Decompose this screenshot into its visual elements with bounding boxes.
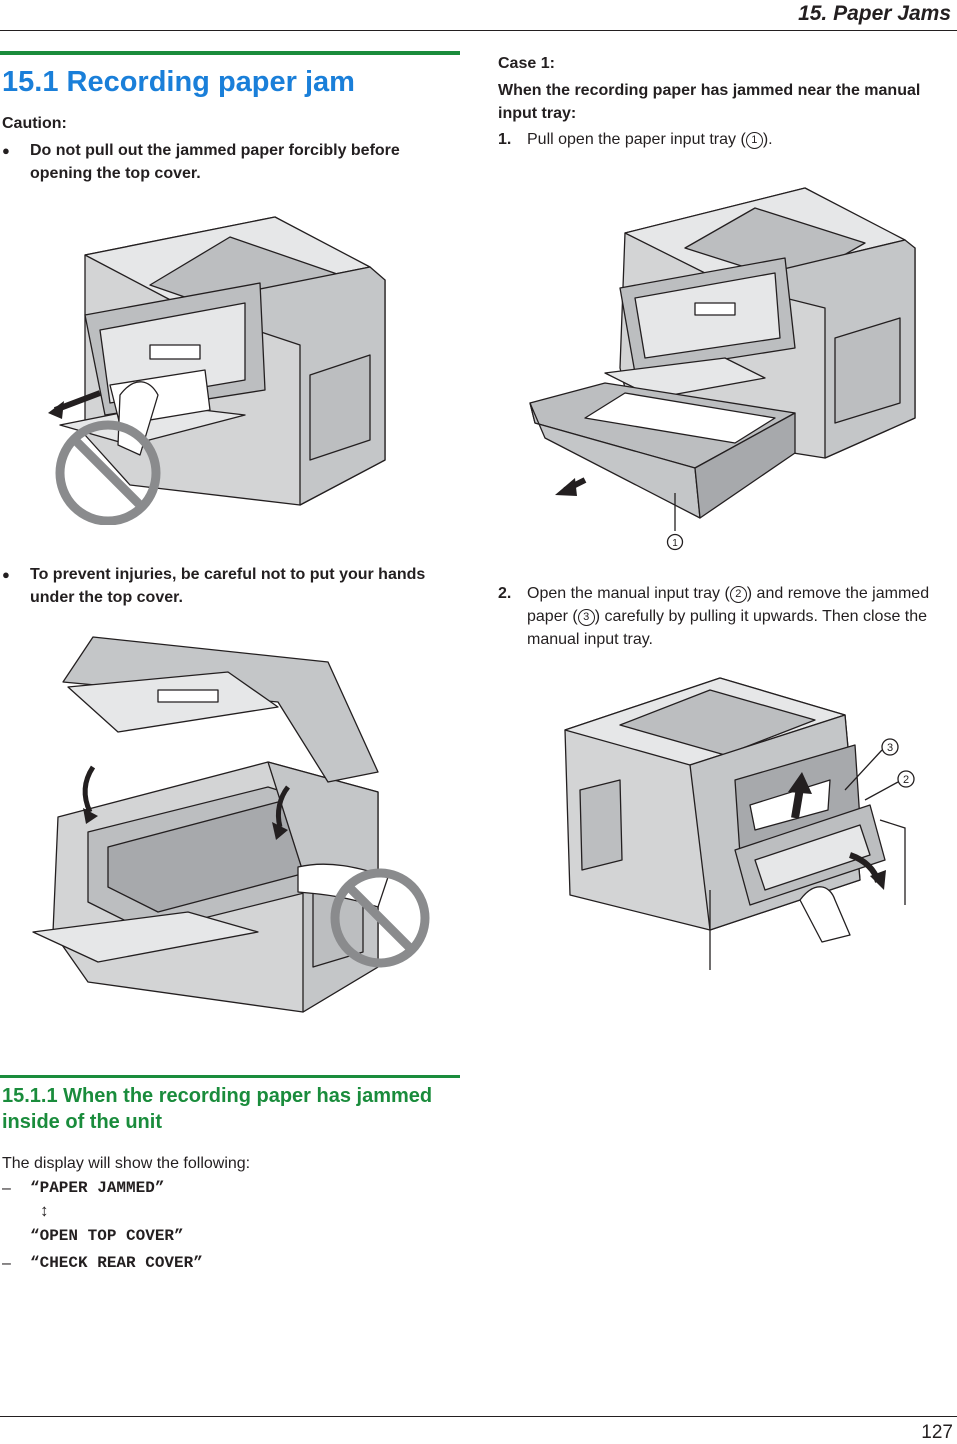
page-number: 127: [921, 1422, 953, 1443]
callout-1-icon: 1: [745, 132, 763, 149]
callout-2-label: 2: [903, 774, 909, 786]
caution-text: To prevent injuries, be careful not to p…: [30, 566, 426, 606]
illustration-remove-jammed-paper: 3 2: [564, 677, 915, 970]
bullet-icon: ●: [2, 143, 10, 158]
display-message: “OPEN TOP COVER”: [30, 1227, 184, 1245]
caution-text: Do not pull out the jammed paper forcibl…: [30, 142, 400, 182]
illustration-pull-paper-tray: 1: [529, 187, 916, 551]
caution-item: ● To prevent injuries, be careful not to…: [2, 563, 462, 609]
display-message: “PAPER JAMMED”: [30, 1179, 165, 1197]
callout-2-icon: 2: [729, 586, 747, 603]
caution-item: ● Do not pull out the jammed paper forci…: [2, 139, 462, 185]
step-text: Open the manual input tray (2) and remov…: [527, 585, 930, 648]
illustration-no-hands-under-cover: [32, 636, 430, 1013]
alternating-arrow-icon: ↕: [40, 1201, 49, 1220]
dash: –: [2, 1255, 11, 1272]
subsection-title: 15.1.1 When the recording paper has jamm…: [2, 1085, 433, 1133]
chapter-title: 15. Paper Jams: [798, 2, 951, 25]
bullet-icon: ●: [2, 567, 10, 582]
display-intro: The display will show the following:: [2, 1155, 251, 1172]
section-title: 15.1 Recording paper jam: [2, 66, 355, 98]
header-rule: [0, 30, 957, 31]
step-number: 2.: [498, 585, 512, 602]
display-message: “CHECK REAR COVER”: [30, 1254, 203, 1272]
callout-1-label: 1: [672, 538, 678, 549]
subsection-rule: [0, 1075, 460, 1078]
display-message-group: –: [2, 1177, 11, 1200]
step-number: 1.: [498, 131, 512, 148]
case-title: Case 1:: [498, 55, 555, 72]
case-subtitle: When the recording paper has jammed near…: [498, 82, 921, 122]
step-text: Pull open the paper input tray (1).: [527, 131, 773, 149]
dash: –: [2, 1180, 11, 1197]
footer-rule: [0, 1416, 957, 1417]
caution-label: Caution:: [2, 115, 67, 132]
callout-3-label: 3: [887, 742, 893, 754]
section-rule: [0, 51, 460, 55]
illustration-no-forcible-pull: [48, 216, 386, 525]
callout-3-icon: 3: [577, 609, 595, 626]
